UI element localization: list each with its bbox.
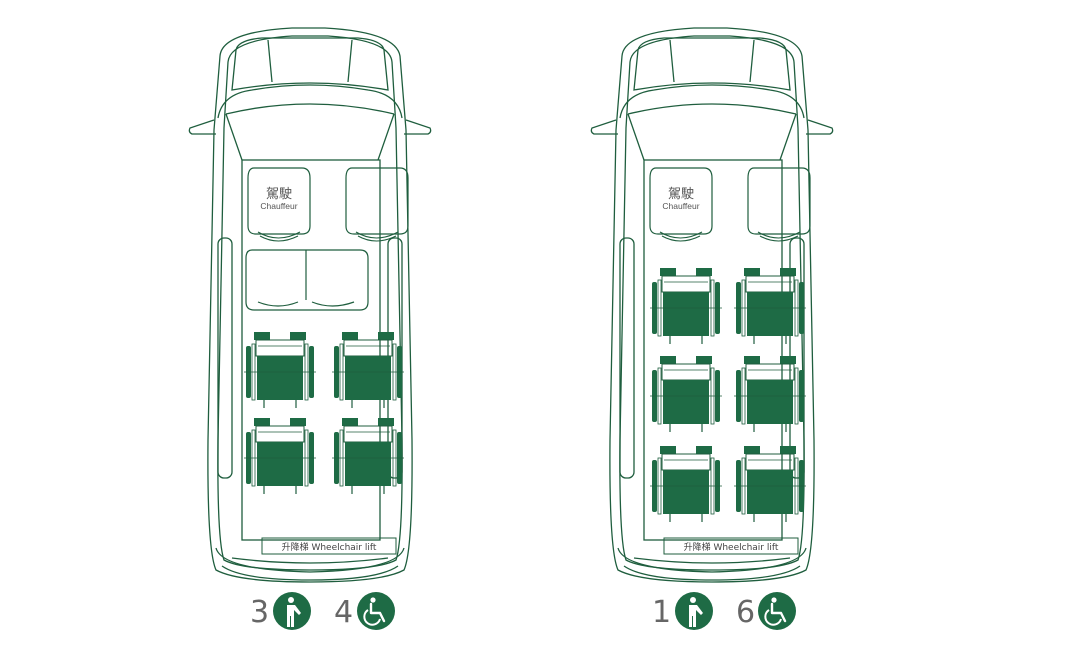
wheelchair-position (733, 355, 807, 433)
wheelchair-position (649, 445, 723, 523)
wheelchair-position (331, 417, 405, 495)
front-passenger-seat (747, 167, 811, 242)
wheelchair-position (733, 445, 807, 523)
driver-seat-label-cn: 駕駛 (266, 187, 292, 202)
wheelchair-passenger-count: 4 (334, 595, 353, 630)
wheelchair-position (243, 331, 317, 409)
driver-seat-label-en: Chauffeur (662, 201, 699, 211)
van-layout-right: 駕駛 Chauffeur 升降梯 Wheelchair lift (590, 27, 834, 583)
seated-passenger-count: 1 (652, 595, 671, 630)
seated-passenger-count: 3 (250, 595, 269, 630)
wheelchair-icon (357, 592, 395, 630)
bench-seat (245, 249, 369, 311)
wheelchair-lift-label: 升降梯 Wheelchair lift (684, 541, 779, 553)
wheelchair-position (243, 417, 317, 495)
wheelchair-lift (261, 537, 397, 555)
van-outline (188, 27, 432, 583)
wheelchair-lift-label: 升降梯 Wheelchair lift (282, 541, 377, 553)
van-outline (590, 27, 834, 583)
capacity-caption-left: 3 4 (250, 592, 395, 630)
standing-person-icon (675, 592, 713, 630)
wheelchair-position (733, 267, 807, 345)
wheelchair-icon (758, 592, 796, 630)
standing-person-icon (273, 592, 311, 630)
driver-seat-label-en: Chauffeur (260, 201, 297, 211)
wheelchair-position (649, 355, 723, 433)
wheelchair-lift (663, 537, 799, 555)
wheelchair-position (331, 331, 405, 409)
driver-seat-label-cn: 駕駛 (668, 187, 694, 202)
front-passenger-seat (345, 167, 409, 242)
wheelchair-position (649, 267, 723, 345)
wheelchair-passenger-count: 6 (736, 595, 755, 630)
van-layout-left: 駕駛 Chauffeur 升降梯 Wheelchair lift (188, 27, 432, 583)
capacity-caption-right: 1 6 (652, 592, 796, 630)
